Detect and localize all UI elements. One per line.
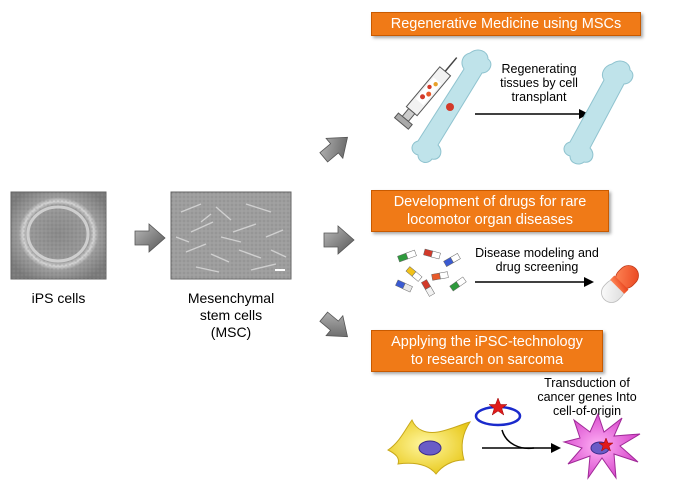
panel1-caption-line-2: tissues by cell: [500, 76, 578, 90]
normal-cell-icon: [387, 418, 472, 475]
arrow-to-panel1-icon: [319, 136, 348, 163]
panel3-caption-line-3: cell-of-origin: [552, 404, 622, 418]
panel2-arrow-icon: [475, 277, 594, 287]
msc-label-line-2: stem cells: [199, 307, 263, 323]
panel1-caption: Regenerating tissues by cell transplant: [484, 62, 594, 104]
ips-cells-micrograph: [10, 191, 107, 280]
capsule-icon: [601, 265, 639, 303]
panel3-caption-line-1: Transduction of: [544, 376, 630, 390]
arrow-to-panel2-icon: [323, 225, 355, 255]
panel2-title-line-1: Development of drugs for rare: [393, 194, 587, 210]
msc-label-line-3: (MSC): [210, 324, 252, 340]
bone-with-syringe-icon: [393, 49, 492, 163]
panel2-title-line-2: locomotor organ diseases: [406, 212, 574, 228]
panel3-title: Applying the iPSC-technology to research…: [371, 330, 603, 372]
panel2-caption-line-1: Disease modeling and: [475, 246, 599, 260]
panel1-caption-line-1: Regenerating: [501, 62, 577, 76]
drug-pills-icon: [395, 248, 467, 297]
panel1-arrow-icon: [475, 109, 589, 119]
msc-micrograph: [170, 191, 292, 280]
panel3-caption: Transduction of cancer genes Into cell-o…: [528, 376, 646, 418]
arrow-to-panel3-icon: [319, 311, 348, 338]
panel2-caption-line-2: drug screening: [495, 260, 579, 274]
regenerated-bone-icon: [563, 60, 634, 165]
msc-label-line-1: Mesenchymal: [187, 290, 275, 306]
panel3-title-line-1: Applying the iPSC-technology: [391, 334, 583, 350]
panel2-title: Development of drugs for rare locomotor …: [371, 190, 609, 232]
plasmid-with-star-icon: [474, 397, 522, 427]
panel3-caption-line-2: cancer genes Into: [537, 390, 637, 404]
panel1-caption-line-3: transplant: [511, 90, 567, 104]
panel3-title-line-2: to research on sarcoma: [410, 352, 564, 368]
panel1-title: Regenerative Medicine using MSCs: [371, 12, 641, 36]
cancer-cell-icon: [562, 412, 641, 480]
panel2-caption: Disease modeling and drug screening: [472, 246, 602, 274]
panel3-arrow-icon: [482, 443, 561, 453]
arrow-ips-to-msc-icon: [134, 223, 166, 253]
ips-cells-label: iPS cells: [31, 290, 86, 306]
msc-label: Mesenchymal stem cells (MSC): [171, 290, 291, 341]
